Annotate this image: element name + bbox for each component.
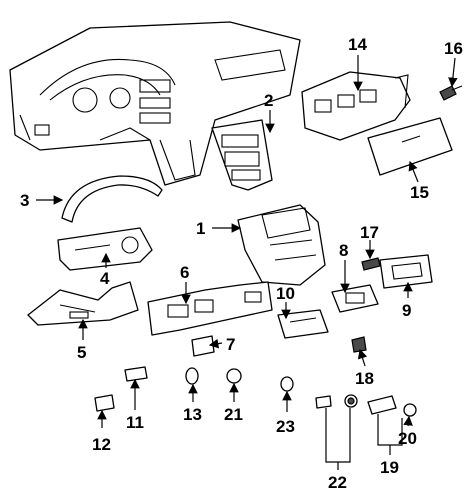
callout-7: 7 (226, 335, 235, 354)
callout-15: 15 (410, 183, 429, 202)
callout-9: 9 (402, 301, 411, 320)
part-5-lower-cover (27, 281, 139, 326)
part-4-lower-panel (57, 227, 153, 271)
callout-14: 14 (348, 35, 367, 54)
part-2-center-bezel (211, 119, 273, 191)
callout-22: 22 (328, 473, 347, 492)
part-17-clip (361, 257, 381, 271)
part-8-holder (331, 284, 379, 313)
part-9-pocket (379, 254, 433, 289)
callout-21: 21 (224, 405, 243, 424)
part-1-center-console (237, 204, 326, 286)
callout-23: 23 (276, 417, 295, 436)
part-19-harness (367, 395, 397, 415)
callout-5: 5 (77, 343, 86, 362)
part-23-bulb (280, 376, 294, 392)
part-3-column-ring (61, 175, 163, 223)
callout-labels: 1 2 3 4 5 6 7 8 9 10 11 12 13 14 15 16 1… (20, 35, 463, 492)
part-11-switch (124, 366, 148, 382)
callout-1: 1 (196, 219, 205, 238)
callout-19: 19 (380, 458, 399, 477)
part-16-screw (439, 85, 463, 101)
part-22-bulbs (315, 394, 358, 409)
part-18-clip (351, 336, 367, 353)
callout-3: 3 (20, 191, 29, 210)
callout-8: 8 (339, 241, 348, 260)
part-13-socket (185, 367, 199, 385)
part-7-small-cover (191, 335, 215, 357)
part-20-socket (403, 403, 417, 417)
callout-20: 20 (398, 429, 417, 448)
part-15-glove-box-door (367, 117, 453, 176)
callout-4: 4 (100, 269, 110, 288)
part-6-lower-dash-cover (147, 281, 273, 336)
callout-11: 11 (126, 413, 144, 432)
callout-13: 13 (183, 405, 202, 424)
leader-lines (36, 55, 458, 470)
callout-10: 10 (276, 284, 295, 303)
callout-16: 16 (444, 39, 463, 58)
callout-2: 2 (264, 91, 273, 110)
callout-12: 12 (92, 435, 111, 454)
part-21-socket (226, 368, 242, 384)
instrument-panel-assembly (9, 21, 301, 186)
callout-18: 18 (355, 369, 374, 388)
part-14-glove-box-frame (301, 71, 411, 141)
callout-17: 17 (360, 223, 379, 242)
part-12-switch (94, 394, 115, 412)
callout-6: 6 (180, 263, 189, 282)
